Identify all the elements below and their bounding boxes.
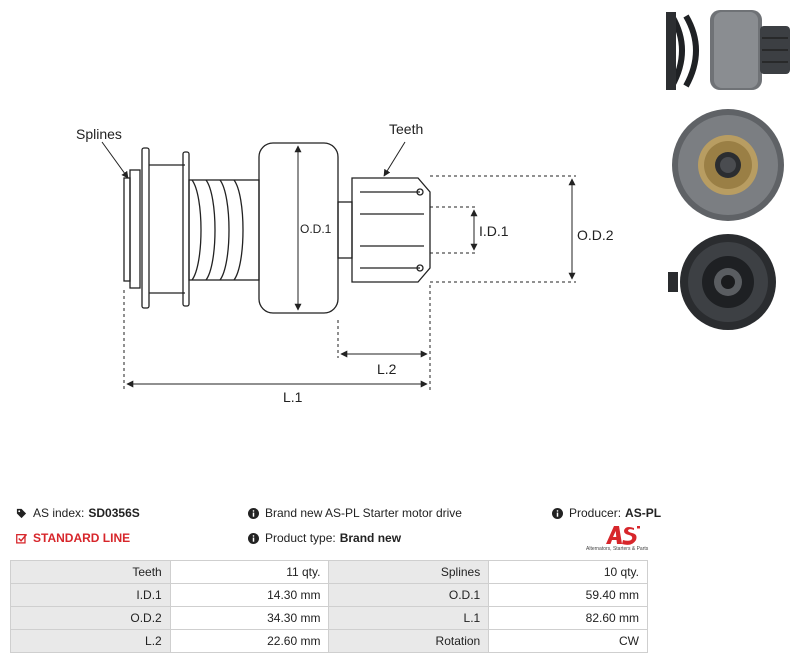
tag-icon <box>16 508 27 518</box>
producer-value: AS-PL <box>625 506 662 520</box>
table-row: L.2 22.60 mm Rotation CW <box>10 629 648 653</box>
spec-table: Teeth 11 qty. Splines 10 qty. I.D.1 14.3… <box>10 560 648 653</box>
product-photo-front <box>662 106 798 224</box>
as-pl-logo <box>606 526 640 545</box>
standard-line-label: STANDARD LINE <box>33 531 131 545</box>
info-icon <box>552 507 563 519</box>
dimension-lines <box>101 141 576 390</box>
spec-value: 10 qty. <box>488 560 648 584</box>
table-row: O.D.2 34.30 mm L.1 82.60 mm <box>10 606 648 630</box>
spec-value: 59.40 mm <box>488 583 648 607</box>
product-type-value: Brand new <box>339 531 402 545</box>
product-description: Brand new AS-PL Starter motor drive <box>248 506 462 520</box>
spec-value: 34.30 mm <box>169 606 330 630</box>
spec-label: Splines <box>328 560 490 584</box>
label-teeth: Teeth <box>389 121 423 137</box>
spec-label: L.2 <box>10 629 171 653</box>
spec-label: L.1 <box>328 606 490 630</box>
spec-label: O.D.2 <box>10 606 171 630</box>
label-id1: I.D.1 <box>479 223 509 239</box>
label-od1: O.D.1 <box>300 222 332 236</box>
producer: Producer: AS-PL <box>552 506 661 520</box>
info-icon <box>248 507 259 519</box>
info-icon <box>248 532 259 544</box>
spec-label: Rotation <box>328 629 490 653</box>
product-type: Product type: Brand new <box>248 531 401 545</box>
spec-value: 82.60 mm <box>488 606 648 630</box>
producer-label: Producer: <box>569 506 622 520</box>
spec-label: O.D.1 <box>328 583 490 607</box>
product-photo-back <box>662 232 798 332</box>
checkbox-checked-icon <box>16 533 27 544</box>
label-splines: Splines <box>76 126 122 142</box>
description-text: Brand new AS-PL Starter motor drive <box>265 506 462 520</box>
spec-value: 22.60 mm <box>169 629 330 653</box>
spec-value: 14.30 mm <box>169 583 330 607</box>
spec-value: 11 qty. <box>169 560 330 584</box>
product-photo-side <box>662 2 798 98</box>
product-type-label: Product type: <box>265 531 336 545</box>
technical-drawing: Splines Teeth O.D.1 I.D.1 O.D.2 L.2 L.1 <box>76 121 614 405</box>
starter-drive-outline <box>123 142 431 314</box>
table-row: I.D.1 14.30 mm O.D.1 59.40 mm <box>10 583 648 607</box>
spec-label: I.D.1 <box>10 583 171 607</box>
as-index-label: AS index: <box>33 506 85 520</box>
standard-line-badge: STANDARD LINE <box>16 531 130 545</box>
table-row: Teeth 11 qty. Splines 10 qty. <box>10 560 648 584</box>
label-l2: L.2 <box>377 361 397 377</box>
as-index: AS index: SD0356S <box>16 506 140 520</box>
logo-tagline: Alternators, Starters & Parts <box>586 546 649 552</box>
spec-label: Teeth <box>10 560 171 584</box>
spec-value: CW <box>488 629 648 653</box>
label-l1: L.1 <box>283 389 303 405</box>
as-index-value: SD0356S <box>88 506 140 520</box>
label-od2: O.D.2 <box>577 227 614 243</box>
